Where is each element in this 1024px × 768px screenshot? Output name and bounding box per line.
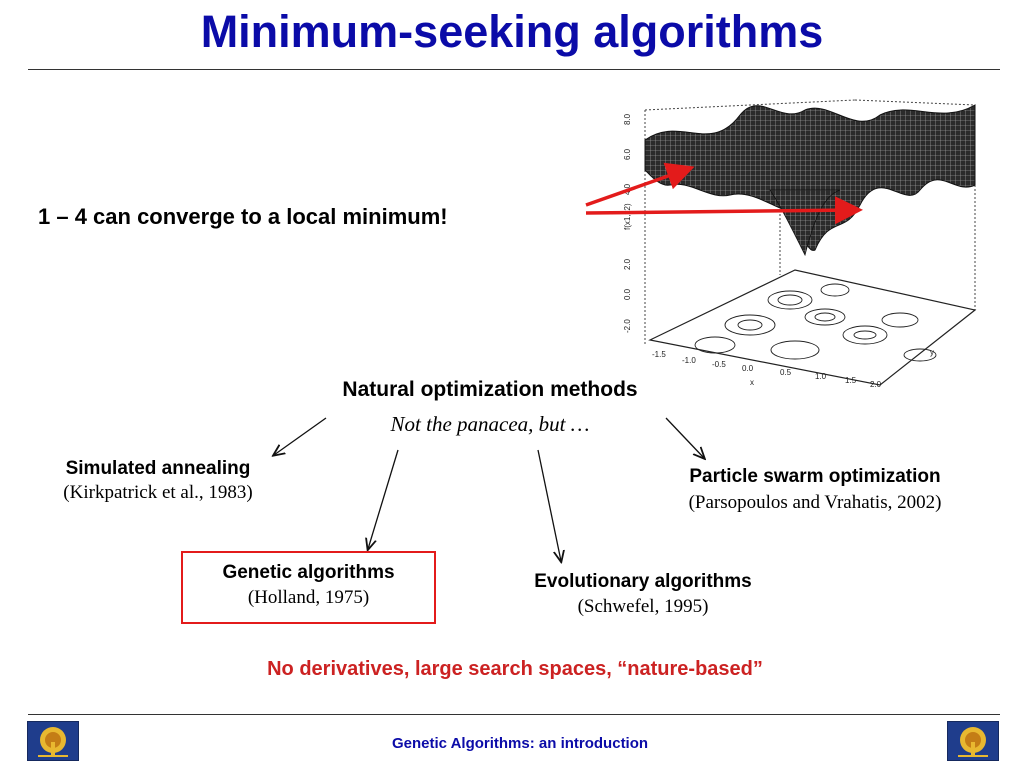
tree-logo-icon: [947, 721, 999, 761]
footer-title: Genetic Algorithms: an introduction: [391, 735, 649, 752]
x-tick: -1.5: [652, 350, 666, 359]
z-tick: 6.0: [623, 148, 632, 160]
method-citation: (Holland, 1975): [247, 587, 370, 608]
title-divider: [28, 69, 1000, 70]
y-axis-label: y: [930, 348, 934, 357]
footer-divider: [28, 714, 1000, 715]
z-tick: -2.0: [623, 319, 632, 333]
x-tick: 0.0: [742, 364, 754, 373]
method-simulated-annealing: Simulated annealing (Kirkpatrick et al.,…: [10, 458, 306, 504]
x-tick: 1.0: [815, 372, 827, 381]
x-tick: 2.0: [870, 380, 882, 389]
method-genetic-algorithms: Genetic algorithms (Holland, 1975): [181, 562, 436, 609]
z-tick: 0.0: [623, 288, 632, 300]
tagline: No derivatives, large search spaces, “na…: [267, 658, 763, 680]
z-tick: 2.0: [623, 258, 632, 270]
method-particle-swarm: Particle swarm optimization (Parsopoulos…: [630, 466, 1000, 514]
method-citation: (Parsopoulos and Vrahatis, 2002): [688, 492, 942, 513]
surface-plot-figure: 8.0 6.0 4.0 f(x1,x2) 2.0 0.0 -2.0 -1.5 -…: [623, 99, 977, 389]
method-evolutionary-algorithms: Evolutionary algorithms (Schwefel, 1995): [480, 571, 806, 618]
natural-methods-heading: Natural optimization methods: [342, 378, 638, 401]
slide-title: Minimum-seeking algorithms: [200, 6, 824, 57]
x-tick: -0.5: [712, 360, 726, 369]
z-tick: 8.0: [623, 113, 632, 125]
local-minimum-note: 1 – 4 can converge to a local minimum!: [38, 204, 448, 229]
method-citation: (Schwefel, 1995): [577, 596, 709, 617]
method-name: Genetic algorithms: [222, 562, 395, 583]
method-name: Particle swarm optimization: [689, 466, 941, 487]
method-name: Simulated annealing: [65, 458, 251, 479]
z-axis-label: f(x1,x2): [623, 203, 632, 230]
natural-methods-subheading: Not the panacea, but …: [390, 412, 590, 436]
red-arrows: [585, 162, 863, 225]
x-tick: 1.5: [845, 376, 857, 385]
x-tick: -1.0: [682, 356, 696, 365]
genetic-algorithms-highlight-box: [181, 551, 436, 624]
tree-logo-icon: [27, 721, 79, 761]
method-name: Evolutionary algorithms: [534, 571, 752, 592]
x-axis-label: x: [750, 378, 754, 387]
x-tick: 0.5: [780, 368, 792, 377]
method-citation: (Kirkpatrick et al., 1983): [63, 482, 253, 503]
